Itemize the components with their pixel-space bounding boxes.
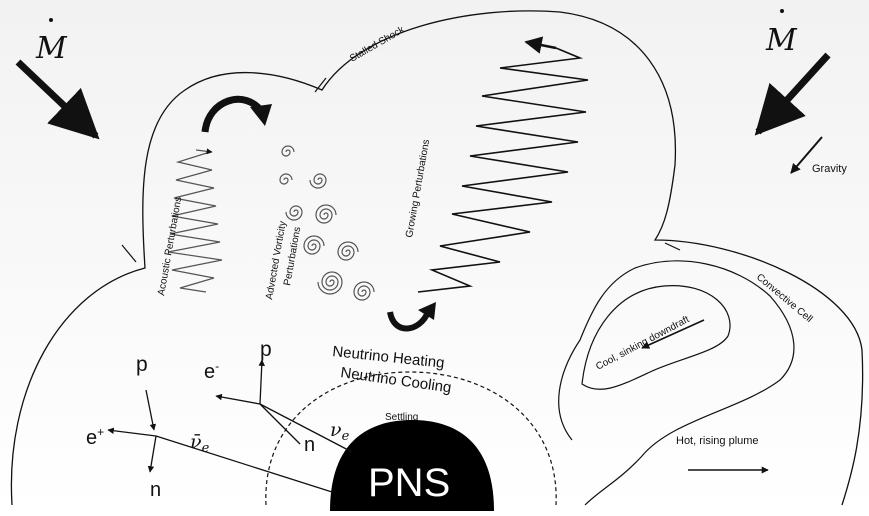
p-left-label: p	[136, 353, 148, 376]
p-mid-label: p	[260, 338, 272, 361]
hot-plume-label: Hot, rising plume	[676, 435, 759, 447]
n-mid-label: n	[304, 434, 315, 456]
gravity-label: Gravity	[812, 163, 847, 175]
pns-label: PNS	[368, 461, 450, 505]
n-left-label: n	[150, 479, 161, 501]
mdot-left-label: M	[35, 31, 68, 66]
mdot-right-dot	[780, 9, 784, 13]
mdot-left-dot	[49, 18, 53, 22]
mdot-right-label: M	[765, 23, 798, 58]
